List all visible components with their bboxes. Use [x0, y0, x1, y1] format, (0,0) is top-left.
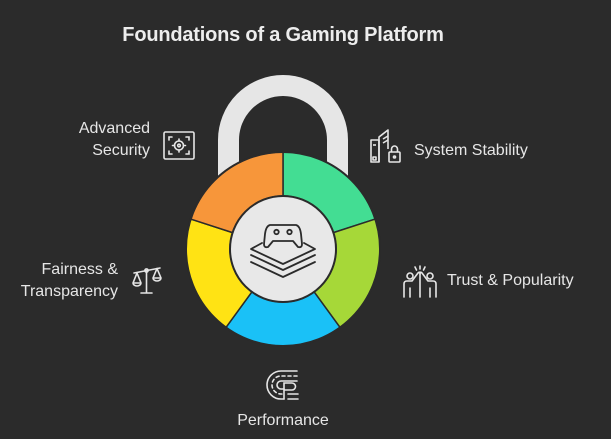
label-system-stability: System Stability [414, 142, 528, 159]
gamepad-layers-icon [250, 224, 316, 278]
label-trust-popularity: Trust & Popularity [447, 272, 574, 289]
center-hub [229, 195, 337, 303]
label-performance: Performance [237, 412, 329, 429]
label-advanced-security-line1: Advanced [78, 120, 150, 137]
target-scan-icon [163, 131, 195, 160]
label-advanced-security-line2: Security [92, 142, 150, 159]
diagram-title: Foundations of a Gaming Platform [122, 24, 444, 46]
high-five-people-icon [403, 265, 437, 298]
balance-scale-icon [132, 267, 162, 294]
label-advanced-security: Advanced Security [60, 118, 150, 162]
buildings-lock-icon [370, 129, 401, 163]
label-fairness-line2: Transparency [20, 283, 118, 300]
label-fairness-transparency: Fairness & Transparency [0, 259, 118, 303]
label-fairness-line1: Fairness & [41, 261, 118, 278]
race-track-icon [266, 370, 299, 400]
padlock-shackle [218, 75, 348, 215]
